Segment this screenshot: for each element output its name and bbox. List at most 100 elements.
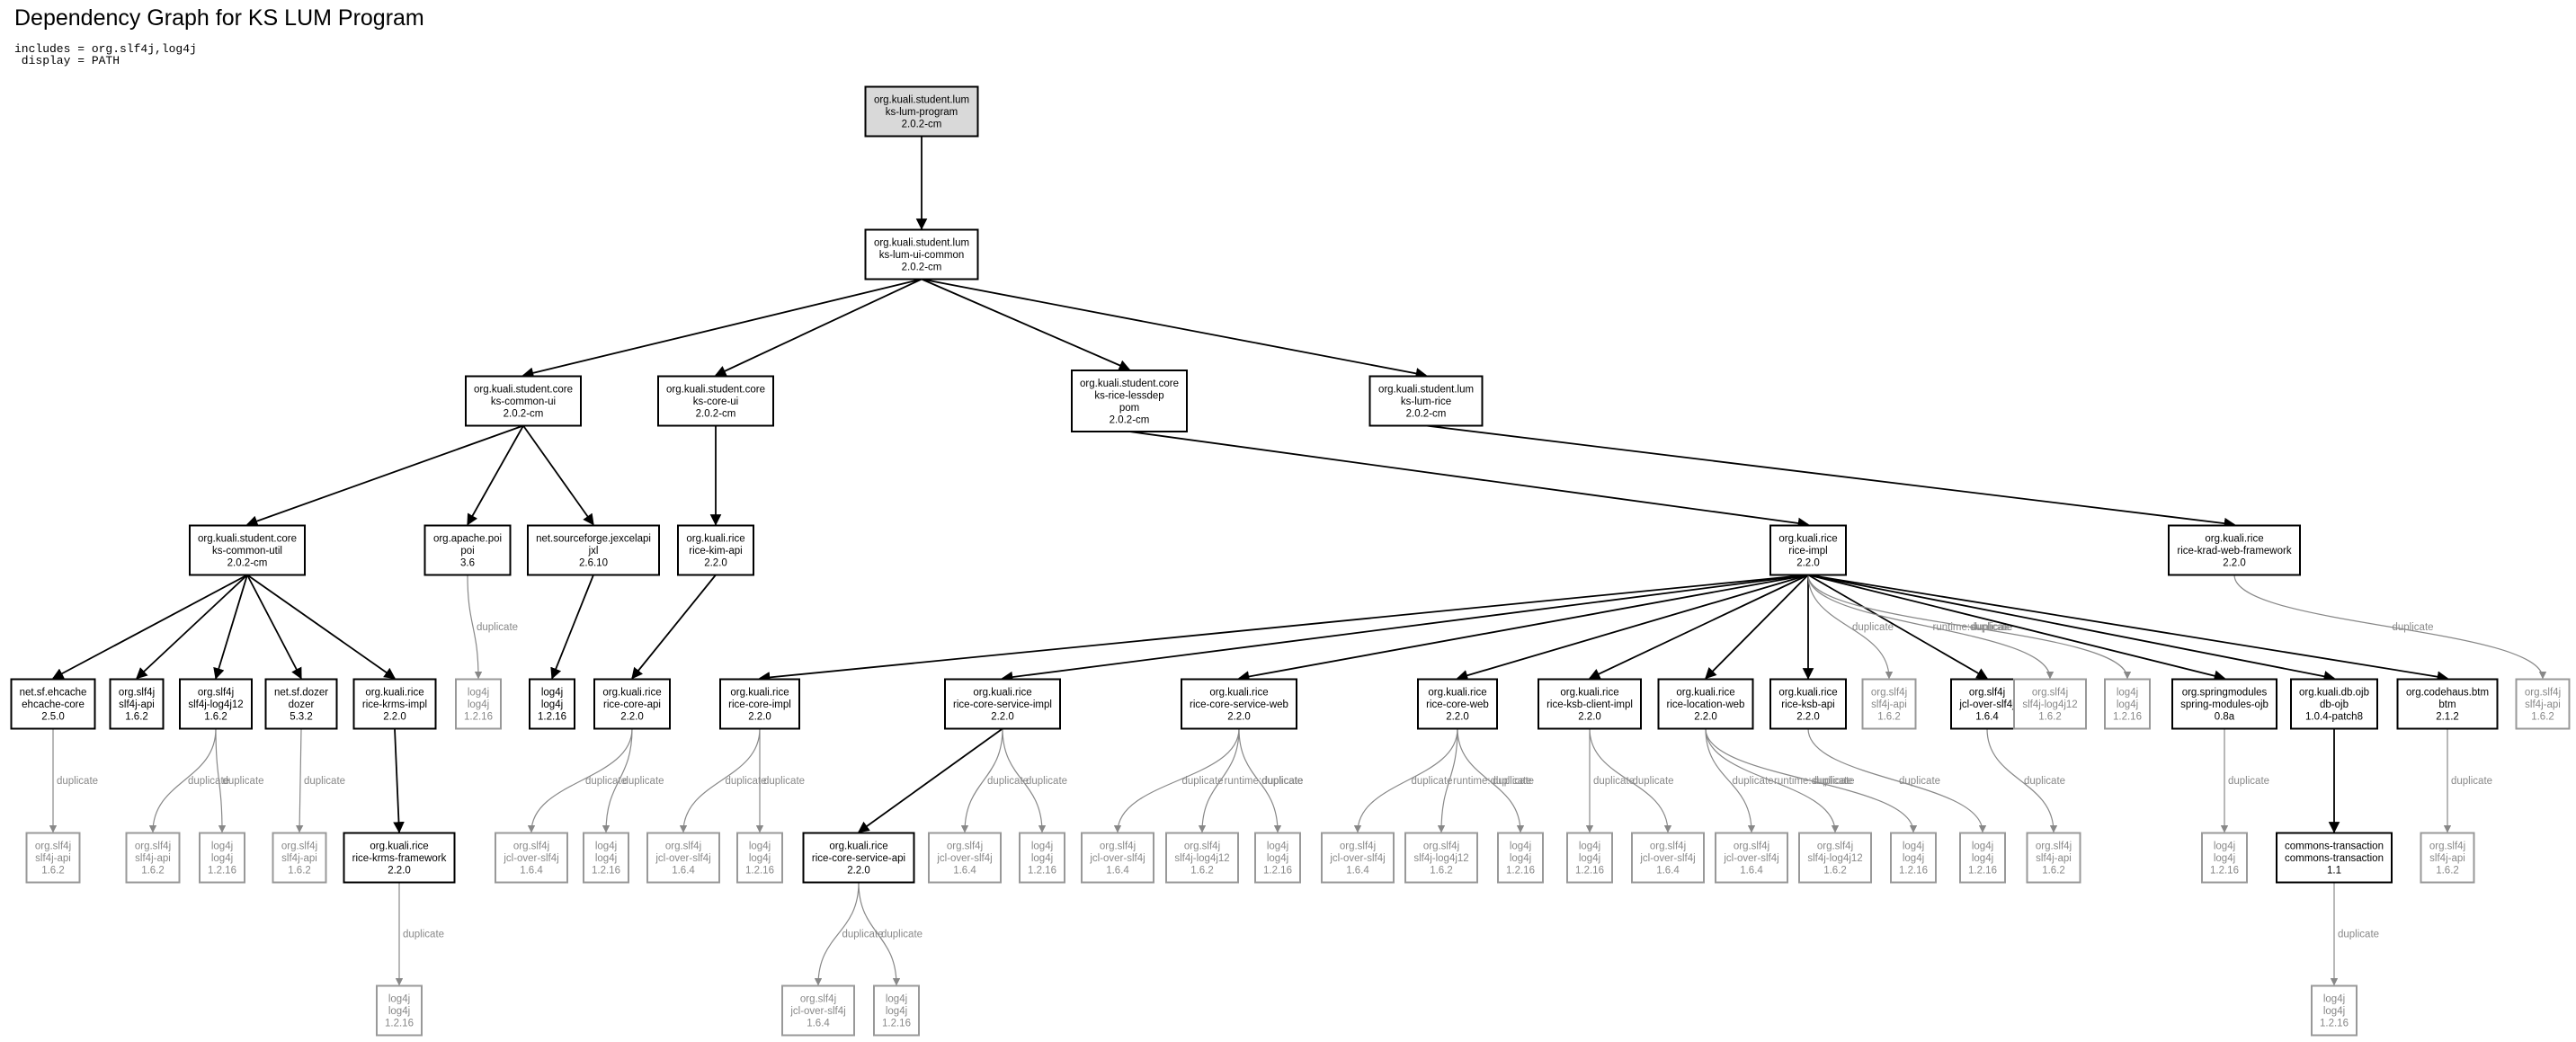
node-box (2104, 678, 2151, 730)
node-label-line: 1.6.2 (1877, 712, 1901, 723)
node-box (2201, 832, 2248, 884)
node-label-line: log4j (211, 842, 233, 852)
node-label-line: 2.2.0 (1578, 712, 1601, 723)
node-label-line: 1.6.4 (953, 866, 976, 877)
node-label-line: 1.6.4 (1740, 866, 1763, 877)
edge-line (921, 278, 1131, 371)
edge-line (521, 278, 923, 379)
node-label-line: 1.6.2 (41, 866, 65, 877)
node-label-line: 2.0.2-cm (696, 409, 736, 420)
edge-label: duplicate (763, 776, 805, 787)
node-label-line: 1.6.2 (2436, 866, 2459, 877)
node-commonstx: commons-transactioncommons-transaction1.… (2276, 832, 2393, 884)
node-label-line: org.kuali.rice (370, 842, 428, 852)
node-label-line: ks-lum-program (886, 107, 958, 118)
edge-label: duplicate (2451, 776, 2492, 787)
node-label-line: 1.2.16 (1899, 866, 1928, 877)
node-label-line: 2.2.0 (704, 558, 727, 569)
node-label-line: 1.0.4-patch8 (2305, 712, 2363, 723)
node-label-line: org.kuali.student.core (1080, 379, 1179, 389)
node-box (2396, 678, 2499, 730)
node-krad: org.kuali.ricerice-krad-web-framework2.2… (2168, 524, 2301, 576)
node-box (657, 375, 774, 427)
node-label-line: org.slf4j (119, 688, 155, 699)
edge-coreapi-to-ca-jcl: duplicate (527, 728, 633, 833)
edge-kimapi-to-coreapi (631, 574, 717, 680)
node-label-line: 1.6.2 (125, 712, 148, 723)
edge-ksbclient-to-kc-log4j: duplicate (1585, 728, 1635, 833)
node-box (1071, 370, 1188, 432)
node-label-line: ks-core-ui (693, 396, 738, 407)
node-box (527, 524, 660, 576)
nodes-layer: org.kuali.student.lum ks-lum-program 2.0.2… (10, 85, 2571, 1037)
node-label-line: log4j (1031, 853, 1053, 864)
edge-riceimpl-to-ri-slf4japi: duplicate (1807, 574, 1894, 680)
node-box (1254, 832, 1301, 884)
node-label-line: 1.2.16 (745, 866, 774, 877)
node-label-line: log4j (211, 853, 233, 864)
node-box (455, 678, 502, 730)
node-label-line: log4j (468, 699, 489, 710)
edge-line (51, 574, 248, 680)
node-label-line: org.kuali.student.lum (874, 238, 969, 249)
edge-label: duplicate (1814, 776, 1855, 787)
edge-label: duplicate (1026, 776, 1067, 787)
node-box (2276, 832, 2393, 884)
node-label-line: 2.0.2-cm (902, 263, 942, 273)
node-label-line: org.kuali.rice (973, 688, 1031, 699)
node-label-line: 2.0.2-cm (1406, 409, 1447, 420)
node-label-line: rice-core-impl (728, 699, 791, 710)
edge-line (245, 424, 524, 527)
node-label-line: org.slf4j (281, 842, 317, 852)
edge-line (1238, 728, 1282, 833)
node-label-line: rice-core-service-impl (953, 699, 1052, 710)
node-box (199, 832, 245, 884)
node-label-line: 1.6.4 (1346, 866, 1369, 877)
node-label-line: log4j (595, 842, 617, 852)
node-label-line: log4j (468, 688, 489, 699)
edge-line (393, 728, 405, 833)
node-label-line: 2.5.0 (41, 712, 65, 723)
node-label-line: rice-krad-web-framework (2177, 546, 2291, 557)
edge-locweb-to-lw-jcl: duplicate (1705, 728, 1774, 833)
node-label-line: slf4j-api (119, 699, 155, 710)
edge-line (602, 728, 633, 833)
edge-label: duplicate (2393, 622, 2434, 633)
edge-label: duplicate (585, 776, 627, 787)
node-box (2168, 524, 2301, 576)
node-label-line: jxl (588, 546, 599, 557)
node-box (2013, 678, 2087, 730)
node-label-line: 1.6.2 (141, 866, 165, 877)
node-label-line: 1.2.16 (1263, 866, 1292, 877)
node-root: org.kuali.student.lumks-lum-program2.0.2… (864, 85, 979, 138)
node-label-line: org.kuali.rice (2205, 534, 2263, 545)
edge-line (1588, 574, 1809, 680)
node-box (352, 678, 437, 730)
node-label-line: ks-lum-ui-common (879, 250, 965, 261)
node-label-line: org.slf4j (1100, 842, 1136, 852)
edge-line (1237, 574, 1809, 682)
edge-uicommon-to-riceless (921, 278, 1131, 371)
edge-label: duplicate (1633, 776, 1674, 787)
node-label-line: org.slf4j (2032, 688, 2068, 699)
node-label-line: net.sourceforge.jexcelapi (536, 534, 651, 545)
node-box (677, 524, 754, 576)
node-label-line: 1.2.16 (1575, 866, 1604, 877)
node-label-line: org.kuali.rice (829, 842, 887, 852)
